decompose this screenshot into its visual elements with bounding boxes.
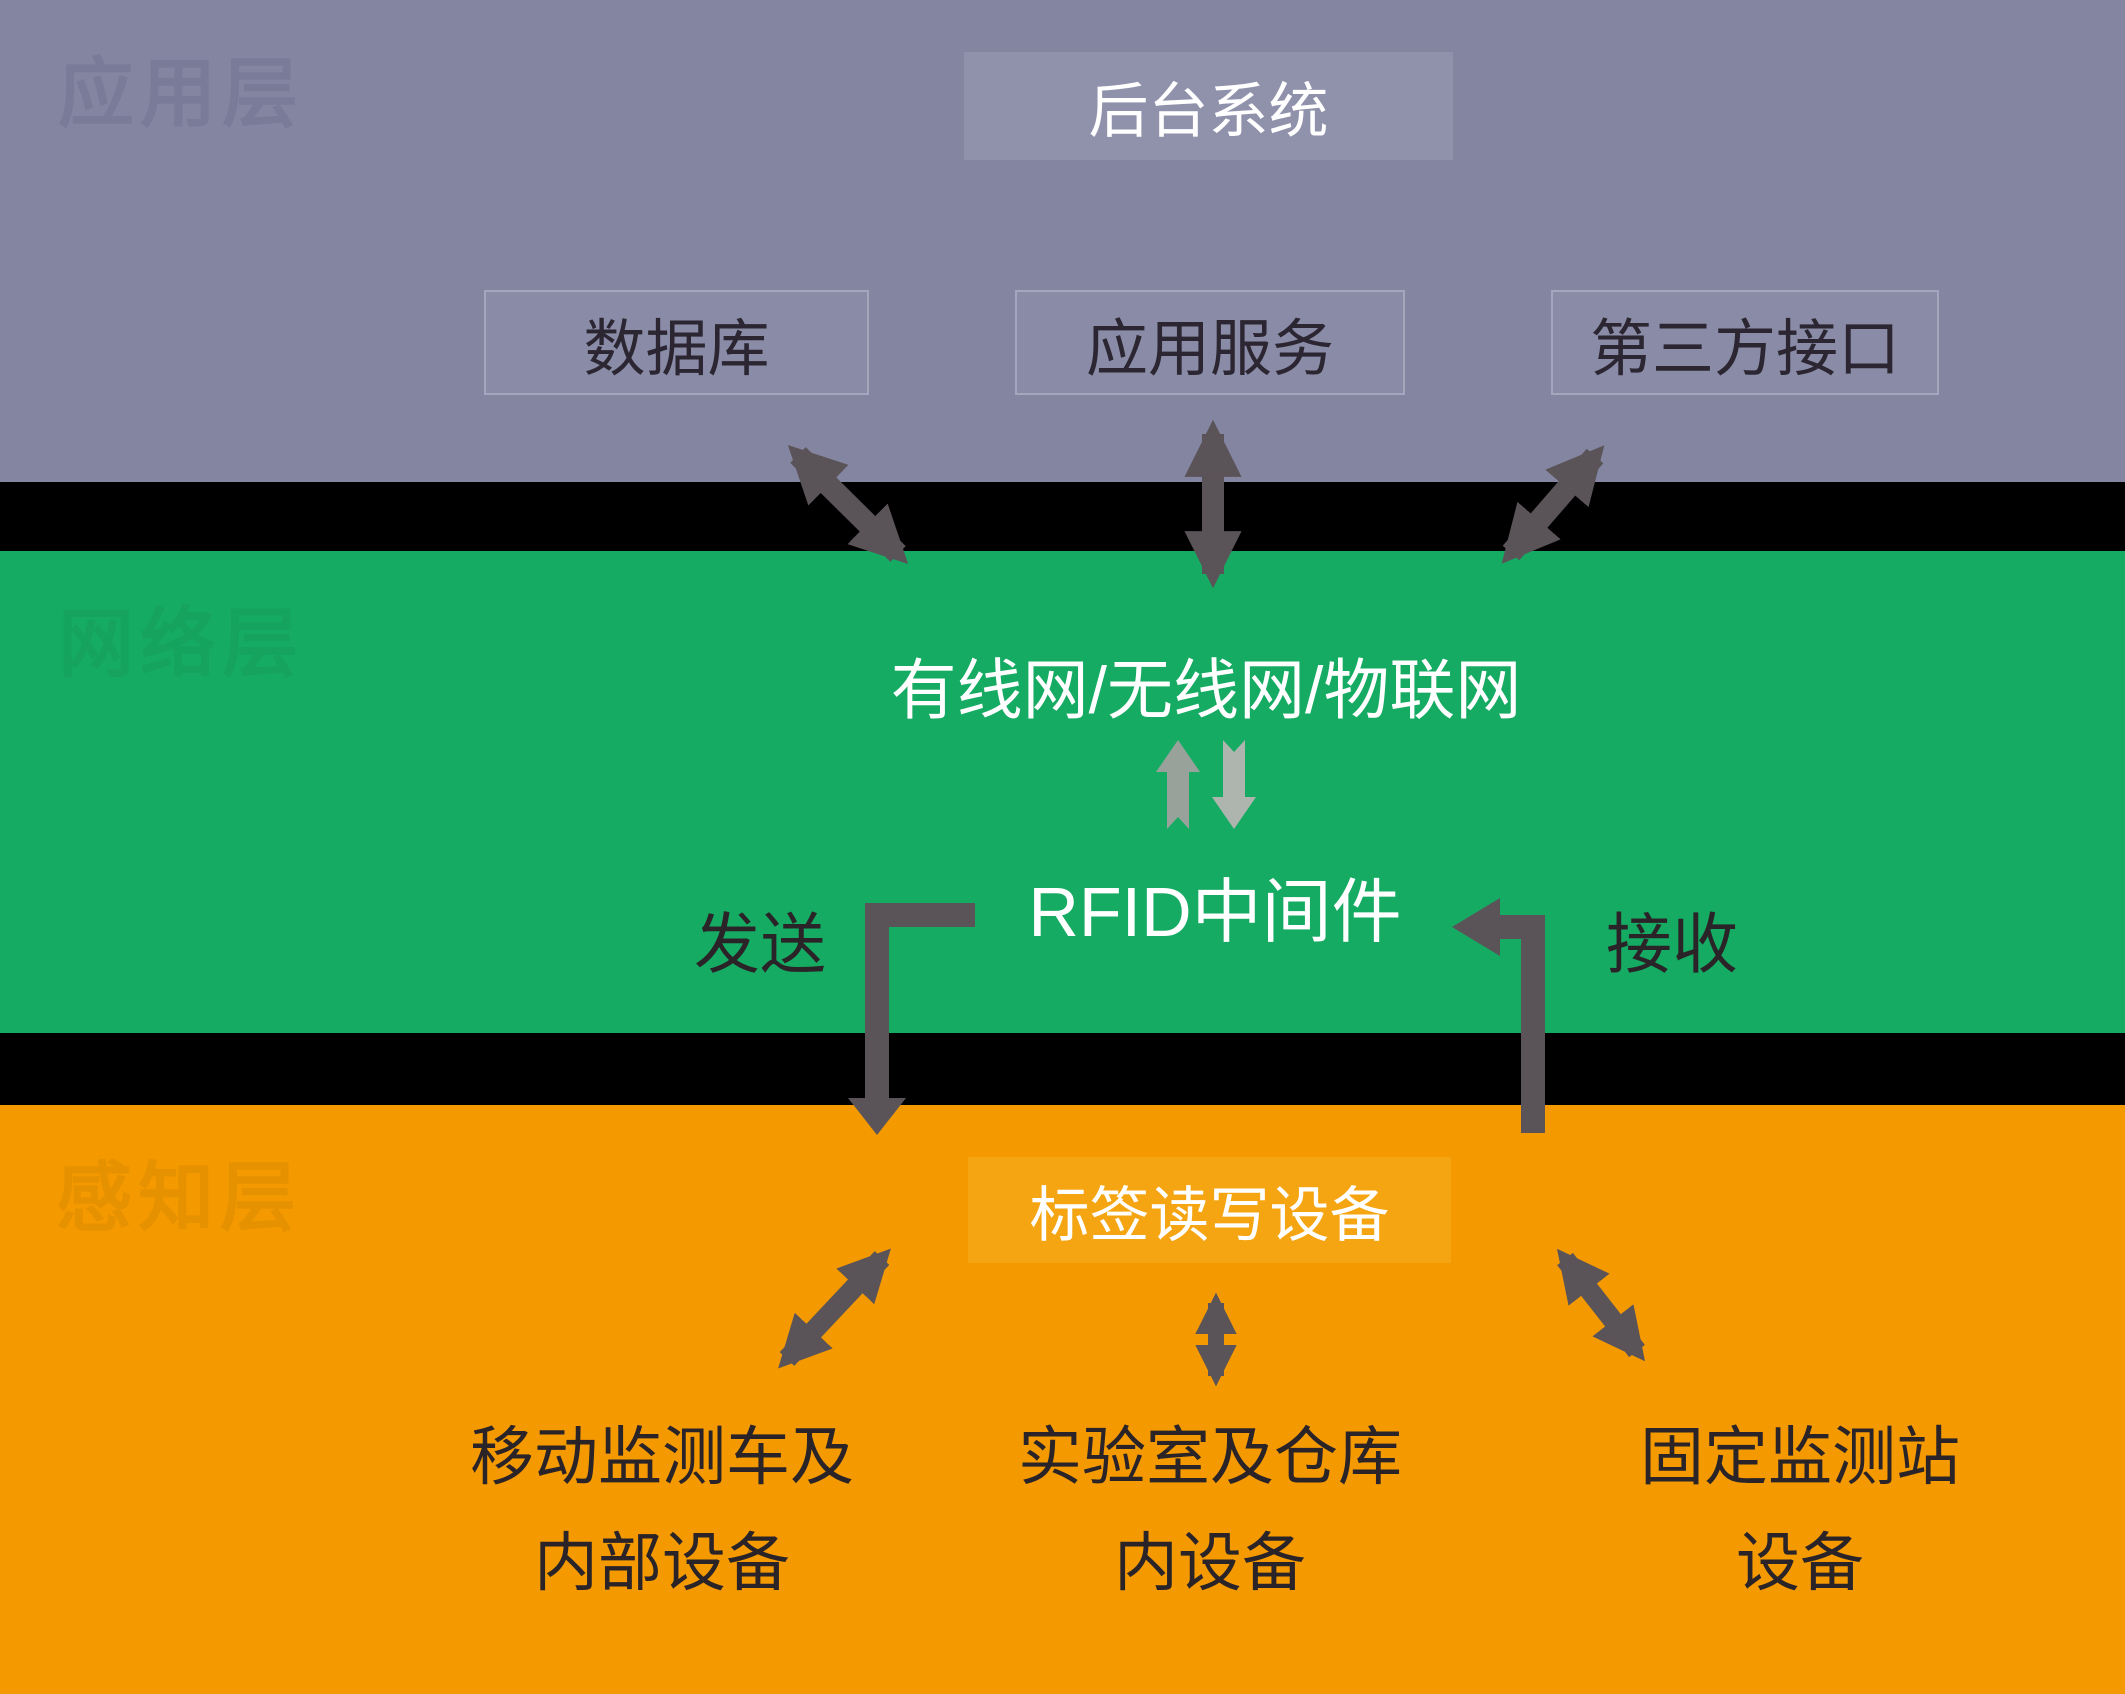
separator-band-bottom [0,1033,2125,1105]
database-box: 数据库 [484,290,869,395]
tag-reader-label: 标签读写设备 [1029,1181,1390,1249]
device1-line1: 移动监测车及 [470,1421,854,1493]
receive-label: 接收 [1606,907,1738,981]
database-label: 数据库 [583,314,770,384]
rfid-middleware-text: RFID中间件 [1028,873,1402,951]
device3-line1: 固定监测站 [1640,1421,1960,1493]
mobile-monitoring-vehicle-text: 移动监测车及 内部设备 [362,1404,962,1616]
application-layer-label: 应用层 [58,52,304,137]
backend-system-box: 后台系统 [964,52,1453,160]
network-layer-band [0,551,2125,1033]
tag-reader-box: 标签读写设备 [968,1157,1451,1263]
application-service-label: 应用服务 [1085,314,1334,384]
backend-system-label: 后台系统 [1088,77,1329,145]
perception-layer-label: 感知层 [56,1156,302,1241]
separator-band-top [0,482,2125,551]
application-service-box: 应用服务 [1015,290,1405,395]
third-party-interface-label: 第三方接口 [1589,314,1900,384]
device2-line2: 内设备 [1114,1527,1306,1599]
device3-line2: 设备 [1736,1527,1864,1599]
device1-line2: 内部设备 [534,1527,790,1599]
network-types-text: 有线网/无线网/物联网 [890,653,1522,727]
device2-line1: 实验室及仓库 [1018,1421,1402,1493]
network-layer-label: 网络层 [58,602,304,687]
third-party-interface-box: 第三方接口 [1551,290,1939,395]
send-label: 发送 [694,907,826,981]
fixed-monitoring-station-text: 固定监测站 设备 [1500,1404,2100,1616]
lab-warehouse-equipment-text: 实验室及仓库 内设备 [910,1404,1510,1616]
